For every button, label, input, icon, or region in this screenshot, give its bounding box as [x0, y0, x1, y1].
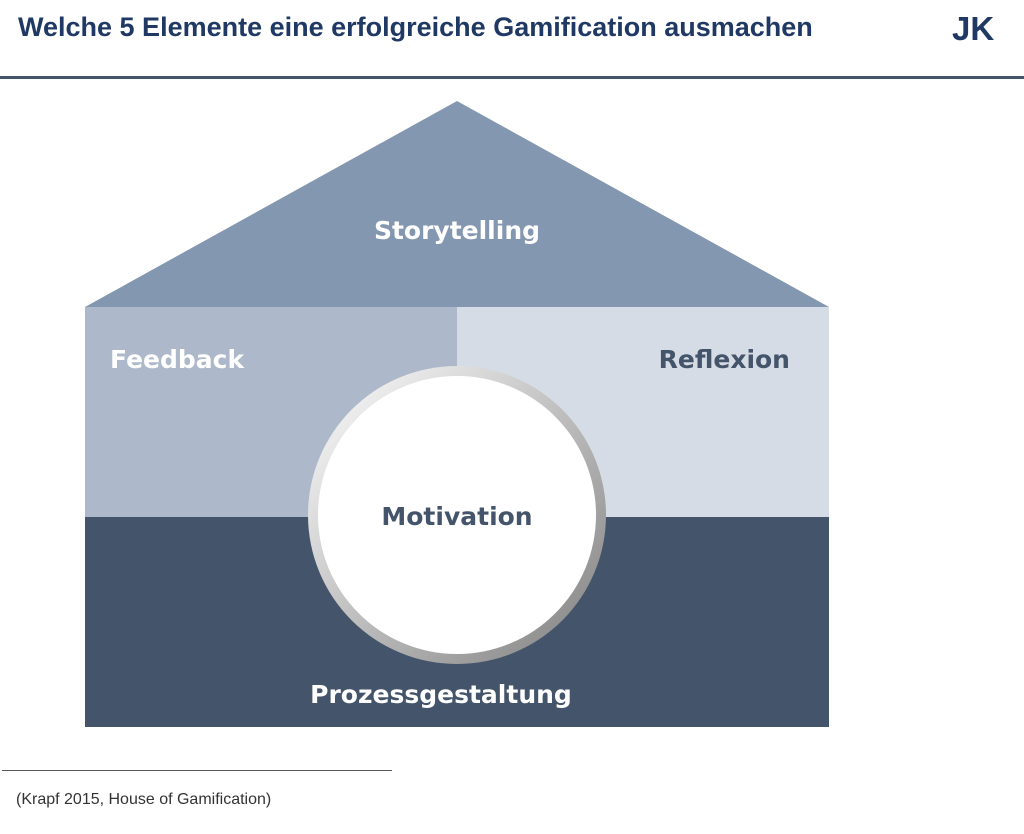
motivation-circle — [318, 376, 596, 654]
label-reflexion: Reflexion — [659, 345, 790, 374]
header-divider — [0, 76, 1024, 79]
footnote-divider — [2, 770, 392, 771]
label-feedback: Feedback — [110, 345, 245, 374]
source-citation: (Krapf 2015, House of Gamification) — [16, 791, 272, 808]
logo: JK — [952, 10, 995, 47]
roof-storytelling — [85, 101, 829, 307]
label-motivation: Motivation — [381, 502, 532, 531]
label-prozessgestaltung: Prozessgestaltung — [310, 680, 572, 709]
page-title: Welche 5 Elemente eine erfolgreiche Gami… — [18, 12, 813, 42]
label-storytelling: Storytelling — [374, 216, 540, 245]
